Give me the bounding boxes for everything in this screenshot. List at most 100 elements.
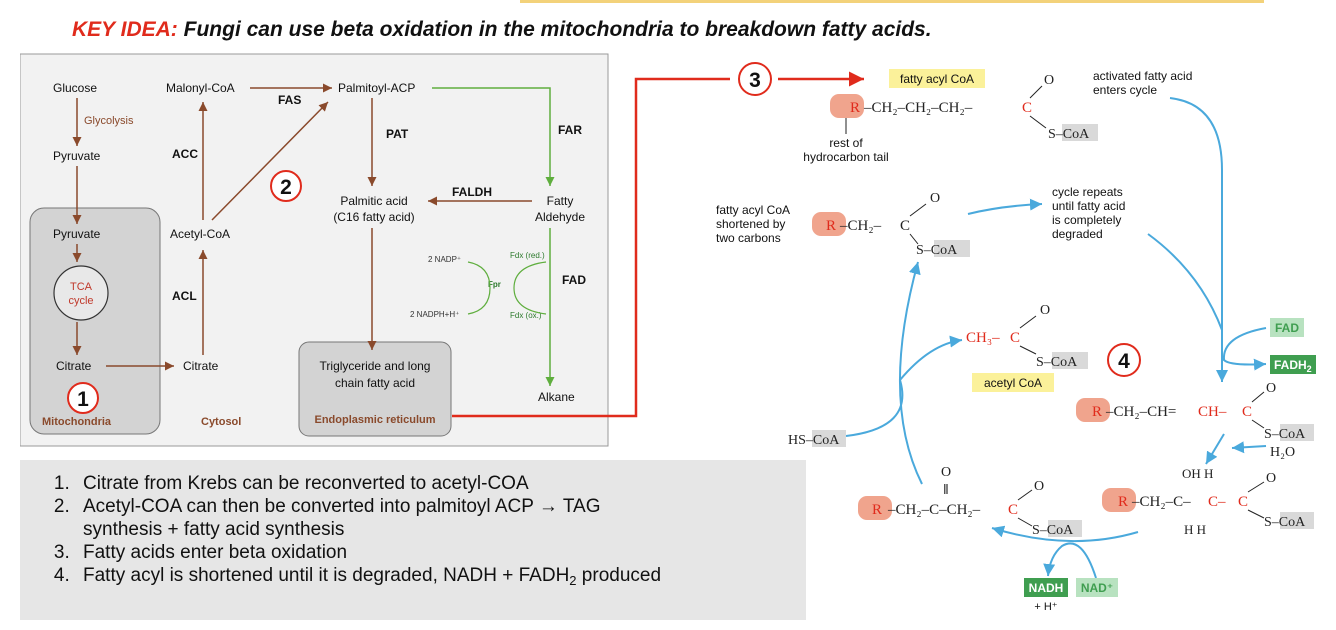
pyruvate-label: Pyruvate bbox=[53, 149, 101, 163]
note-4-text: Fatty acyl is shortened until it is degr… bbox=[83, 565, 570, 586]
r-group-tab bbox=[1102, 488, 1136, 512]
alkane-label: Alkane bbox=[538, 390, 575, 404]
thioester-bond bbox=[1017, 517, 1033, 527]
carbonyl-c-label: C bbox=[1022, 100, 1032, 116]
tca-cycle-circle bbox=[53, 265, 109, 321]
mitochondria-label: Mitochondria bbox=[42, 416, 112, 428]
ketoacyl-coa-structure: O ‖ R –CH₂–C–CH₂– C O S–CoA bbox=[858, 465, 1082, 538]
carbonyl-bond bbox=[1247, 481, 1265, 493]
r-group-label: R bbox=[850, 100, 860, 116]
carbonyl-bond bbox=[1017, 489, 1033, 501]
arrow-palmitoyl-far bbox=[432, 87, 555, 186]
carbonyl-c-label: C bbox=[1238, 494, 1248, 510]
r-group-label: R bbox=[872, 502, 882, 518]
er-label: Endoplasmic reticulum bbox=[314, 414, 435, 426]
h-h-label: H H bbox=[1184, 522, 1206, 537]
carbonyl-o-label: O bbox=[1034, 479, 1044, 494]
s-coa-label: S–CoA bbox=[1264, 427, 1306, 442]
carbonyl-o-label: O bbox=[1040, 303, 1050, 318]
mitochondria-compartment bbox=[29, 207, 161, 435]
r-group-tab bbox=[830, 94, 864, 118]
palmitic-acid-label: Palmitic acid bbox=[340, 194, 407, 208]
fadh2-badge bbox=[1270, 355, 1316, 374]
hs-coa-label: HS–CoA bbox=[788, 433, 840, 448]
fdx-red-label: Fdx (red.) bbox=[510, 251, 545, 260]
cycle-repeats-label-1: cycle repeats bbox=[1052, 185, 1123, 199]
ch2-chain-label: –CH₂–CH₂–CH₂– bbox=[863, 100, 973, 116]
key-notes-box: Citrate from Krebs can be reconverted to… bbox=[20, 460, 806, 620]
rest-of-label: rest of bbox=[829, 136, 863, 150]
connector-er-to-beta-oxidation bbox=[452, 77, 730, 418]
oh-h-label: OH H bbox=[1182, 466, 1213, 481]
carbonyl-o-label: O bbox=[930, 191, 940, 206]
r-group-label: R bbox=[1118, 494, 1128, 510]
aldehyde-label: Aldehyde bbox=[535, 210, 585, 224]
shortened-label-2: shortened by bbox=[716, 217, 785, 231]
marker-4: 4 bbox=[1107, 343, 1141, 377]
glycolysis-label: Glycolysis bbox=[84, 115, 134, 127]
h2o-label: H₂O bbox=[1270, 445, 1295, 460]
fad-badge bbox=[1270, 318, 1304, 337]
note-4: Fatty acyl is shortened until it is degr… bbox=[75, 564, 806, 592]
enoyl-coa-structure: R –CH₂–CH= CH– C O S–CoA bbox=[1076, 381, 1314, 442]
shortened-acyl-structure: R –CH₂– C O S–CoA bbox=[812, 191, 970, 258]
top-accent-bar bbox=[520, 0, 1264, 3]
title-keyword: KEY IDEA: bbox=[72, 18, 178, 41]
fas-label: FAS bbox=[278, 93, 301, 107]
arrow-h2o-in bbox=[1231, 441, 1267, 454]
arrow-keto-shortened bbox=[899, 261, 923, 485]
citrate-mito-label: Citrate bbox=[56, 359, 92, 373]
arrow-shortened-repeats bbox=[967, 198, 1043, 215]
fpr-redox-right bbox=[513, 261, 547, 315]
acetyl-coa-structure: CH₃– C O S–CoA bbox=[966, 303, 1088, 370]
tca-label: TCA bbox=[70, 281, 93, 293]
r-group-tab bbox=[812, 212, 846, 236]
arrow-cycle-repeats bbox=[1147, 233, 1223, 331]
hydroxy-c-label: C– bbox=[1208, 494, 1226, 510]
s-coa-label: S–CoA bbox=[1264, 515, 1306, 530]
ch2-label: –CH₂– bbox=[839, 218, 882, 234]
r-group-label: R bbox=[826, 218, 836, 234]
carbonyl-c-label: C bbox=[1010, 330, 1020, 346]
coa-highlight bbox=[1280, 512, 1314, 529]
carbonyl-bond bbox=[1251, 391, 1265, 403]
fadh2-label: FADH2 bbox=[1274, 358, 1312, 374]
arrow-enoyl-hydroxy bbox=[1205, 433, 1225, 465]
cycle-label: cycle bbox=[68, 295, 93, 307]
arrow-hscoa-acetyl bbox=[845, 335, 963, 437]
note-4-subscript: 2 bbox=[569, 573, 577, 588]
fad-label: FAD bbox=[562, 273, 586, 287]
hs-coa-highlight bbox=[812, 430, 846, 447]
thioester-bond bbox=[1247, 509, 1265, 519]
fatty-acyl-coa-highlight bbox=[889, 69, 985, 88]
triglyceride-label-1: Triglyceride and long bbox=[320, 359, 431, 373]
carbonyl-bond bbox=[909, 203, 927, 217]
carbonyl-bond bbox=[1019, 315, 1037, 329]
s-coa-label: S–CoA bbox=[1048, 127, 1090, 142]
arrow-activated-enters-cycle bbox=[1169, 97, 1228, 382]
marker-4-label: 4 bbox=[1118, 350, 1130, 373]
carbonyl-c-label: C bbox=[1008, 502, 1018, 518]
thioester-bond bbox=[909, 233, 919, 245]
malonyl-coa-label: Malonyl-CoA bbox=[166, 81, 235, 95]
marker-2: 2 bbox=[270, 170, 302, 202]
c16-label: (C16 fatty acid) bbox=[333, 210, 414, 224]
keto-o-label: O bbox=[941, 465, 951, 480]
nadp-label: 2 NADP⁺ bbox=[428, 255, 461, 264]
fpr-label: Fpr bbox=[488, 280, 501, 289]
note-1: Citrate from Krebs can be reconverted to… bbox=[75, 472, 806, 495]
citrate-cytosol-label: Citrate bbox=[183, 359, 219, 373]
carbonyl-o-label: O bbox=[1044, 73, 1054, 88]
carbonyl-o-label: O bbox=[1266, 381, 1276, 396]
arrow-fad-fadh2 bbox=[1222, 327, 1267, 371]
cycle-repeats-label-2: until fatty acid bbox=[1052, 199, 1125, 213]
coa-highlight bbox=[1048, 520, 1082, 537]
pyruvate-mito-label: Pyruvate bbox=[53, 227, 101, 241]
carbonyl-c-label: C bbox=[1242, 404, 1252, 420]
thioester-bond bbox=[1029, 115, 1047, 129]
glucose-label: Glucose bbox=[53, 81, 97, 95]
fad-label: FAD bbox=[1275, 321, 1299, 335]
activated-fatty-acid-label: activated fatty acid bbox=[1093, 69, 1192, 83]
fadh2-text: FADH bbox=[1274, 358, 1307, 372]
